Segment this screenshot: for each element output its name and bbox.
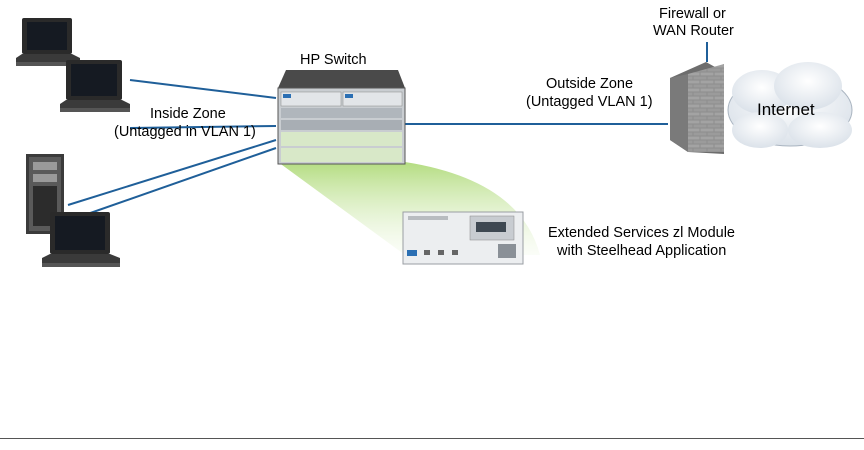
internet-label: Internet (757, 100, 815, 119)
hp-switch-label: HP Switch (300, 52, 367, 68)
inside-zone-label-line1: Inside Zone (150, 106, 226, 122)
laptop-icon-top-left (16, 18, 80, 66)
link-laptop-bottom (75, 147, 277, 219)
laptop-icon-middle (60, 60, 130, 112)
link-server (67, 139, 277, 206)
inside-zone-label-line2: (Untagged in VLAN 1) (114, 124, 256, 140)
outside-zone-label-line2: (Untagged VLAN 1) (526, 94, 653, 110)
firewall-label-line1: Firewall or (659, 6, 726, 22)
laptop-icon-bottom (42, 212, 120, 267)
hp-switch-icon (277, 70, 406, 165)
module-label-line1: Extended Services zl Module (548, 225, 735, 241)
outside-zone-label-line1: Outside Zone (546, 76, 634, 92)
link-laptop-top (129, 79, 277, 99)
services-module-icon (402, 211, 524, 265)
bottom-divider (0, 438, 864, 439)
firewall-icon (670, 62, 724, 154)
module-label-line2: with Steelhead Application (557, 243, 727, 259)
link-laptop-middle (129, 125, 277, 129)
firewall-label-line2: WAN Router (653, 23, 734, 39)
internet-cloud-icon (727, 62, 853, 148)
